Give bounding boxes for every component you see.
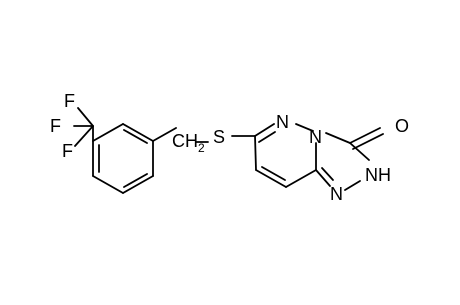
- methylene-ch-text: CH: [172, 131, 198, 151]
- sulfur-label: S: [213, 127, 225, 147]
- oxygen-label: O: [395, 116, 409, 136]
- fluorine-label-top: F: [64, 91, 75, 111]
- nh-label: NH: [365, 165, 391, 185]
- nitrogen-label-pyridazine: N: [276, 112, 289, 132]
- benzene-ring: [92, 123, 154, 194]
- trifluoromethyl-bonds: [73, 107, 94, 147]
- pyridazine-ring: [254, 123, 317, 188]
- triazolone-ring: [315, 127, 384, 191]
- nitrogen-label-bridgehead: N: [309, 127, 322, 147]
- nitrogen-label-triazole: N: [330, 184, 343, 204]
- fluorine-label-bottom: F: [62, 141, 73, 161]
- fluorine-label-middle: F: [50, 116, 61, 136]
- thioether-linker-bonds: [152, 127, 256, 143]
- methylene-label: CH2: [172, 131, 205, 155]
- methylene-subscript: 2: [198, 141, 205, 155]
